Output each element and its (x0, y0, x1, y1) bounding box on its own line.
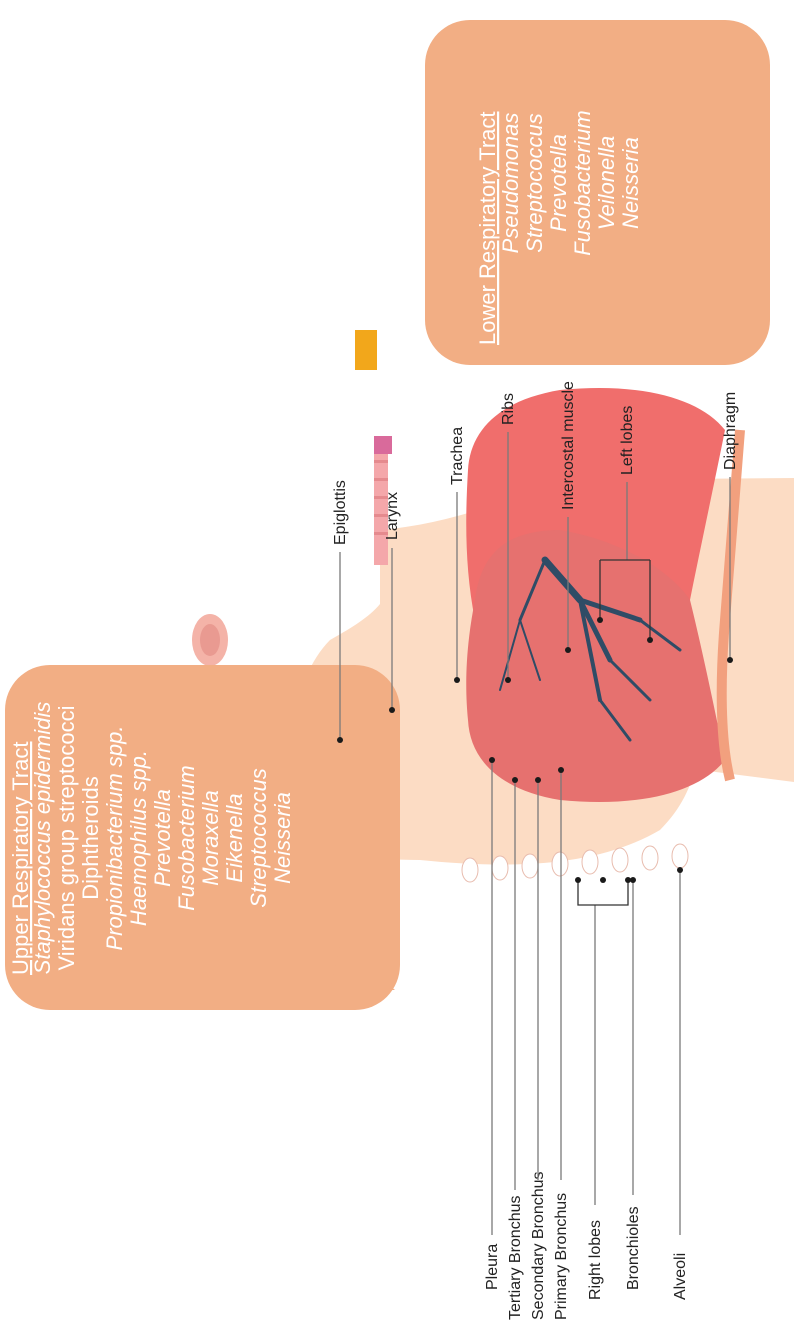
svg-text:Left lobes: Left lobes (619, 406, 636, 475)
lower-tract-item: Veilonella (594, 136, 619, 231)
svg-text:Alveoli: Alveoli (672, 1253, 689, 1300)
upper-tract-item: Staphylococcus epidermidis (30, 702, 55, 975)
svg-text:Primary Bronchus: Primary Bronchus (553, 1193, 570, 1320)
label-alveoli: Alveoli (672, 867, 689, 1300)
lower-tract-item: Pseudomonas (498, 113, 523, 254)
label-right-lobes: Right lobes (575, 877, 631, 1300)
svg-text:Pleura: Pleura (484, 1244, 501, 1290)
upper-tract-item: Viridans group streptococci (54, 706, 79, 971)
lower-tract-item: Fusobacterium (570, 110, 595, 256)
upper-tract-item: Fusobacterium (174, 765, 199, 911)
upper-tract-item: Moraxella (198, 790, 223, 885)
lower-tract-title: Lower Respiratory Tract (475, 111, 500, 345)
svg-text:Intercostal muscle: Intercostal muscle (560, 381, 577, 510)
svg-text:Epiglottis: Epiglottis (332, 480, 349, 545)
upper-tract-callout: Upper Respiratory Tract Staphylococcus e… (5, 665, 400, 1010)
upper-tract-item: Prevotella (150, 789, 175, 887)
label-bronchioles: Bronchioles (625, 877, 642, 1290)
upper-tract-item: Propionibacterium spp. (102, 725, 127, 950)
svg-text:Trachea: Trachea (449, 427, 466, 485)
svg-text:Tertiary Bronchus: Tertiary Bronchus (507, 1196, 524, 1321)
larynx-shape (374, 436, 392, 454)
svg-text:Larynx: Larynx (384, 492, 401, 540)
upper-tract-item: Eikenella (222, 793, 247, 882)
lower-tract-item: Prevotella (546, 134, 571, 232)
svg-text:Secondary Bronchus: Secondary Bronchus (530, 1171, 547, 1320)
svg-text:Bronchioles: Bronchioles (625, 1206, 642, 1290)
ear (192, 614, 228, 666)
lower-tract-item: Neisseria (618, 137, 643, 229)
upper-tract-item: Streptococcus (246, 768, 271, 907)
svg-text:Right lobes: Right lobes (587, 1220, 604, 1300)
upper-tract-item: Neisseria (270, 792, 295, 884)
svg-text:Ribs: Ribs (500, 393, 517, 425)
svg-text:Diaphragm: Diaphragm (722, 392, 739, 470)
upper-tract-item: Haemophilus spp. (126, 750, 151, 926)
epiglottis-shape (355, 330, 377, 370)
upper-tract-item: Diphtheroids (78, 776, 103, 900)
lower-tract-item: Streptococcus (522, 113, 547, 252)
